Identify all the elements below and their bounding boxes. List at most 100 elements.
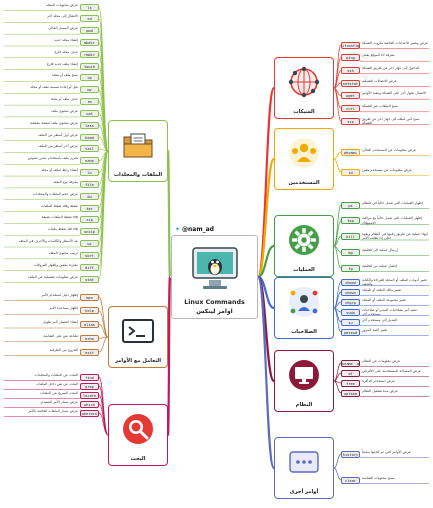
- item-link: [333, 453, 342, 469]
- command-description: عرض أول أسطر من الملف: [38, 132, 78, 137]
- command-description: تنفيذ أمر بصلاحيات المدير أو صلاحيات مست…: [362, 307, 417, 316]
- command-description: إنشاء مجلد جديد: [54, 37, 78, 42]
- command-chip: locate: [80, 391, 99, 399]
- command-description: عرض المساحة المستخدمة على الأقراص: [362, 368, 422, 373]
- command-description: البحث السريع عن الملفات: [39, 390, 78, 395]
- command-description: إظهار العمليات التي تعمل حالياً في النظا…: [362, 200, 423, 205]
- command-description: إنشاء رابط لملف أو مجلد: [41, 168, 78, 173]
- command-chip: sudo: [341, 308, 360, 316]
- command-chip: cat: [80, 109, 99, 117]
- item-link: [333, 220, 342, 247]
- command-chip: chown: [341, 288, 360, 296]
- twitter-icon: ✦: [175, 226, 181, 233]
- command-description: عرض المسار الحالي: [48, 26, 78, 31]
- command-chip: find: [80, 373, 99, 381]
- command-chip: uname -a: [341, 359, 360, 367]
- command-chip: df: [341, 369, 360, 377]
- command-description: تغيير مالك الملف أو المجلد: [362, 287, 401, 292]
- command-chip: tail: [80, 145, 99, 153]
- branch-search-picture: [120, 411, 156, 451]
- branch-users-picture: [286, 135, 322, 175]
- command-chip: ls: [80, 3, 99, 11]
- branch-files-picture: [120, 127, 156, 167]
- item-link: [333, 281, 342, 309]
- item-link: [333, 245, 342, 269]
- command-chip: ps: [341, 201, 360, 209]
- command-chip: wc: [80, 240, 99, 248]
- command-chip: du: [80, 192, 99, 200]
- command-description: عرض معلومات عن النظام: [362, 358, 401, 363]
- command-description: عرض محتويات المجلد: [45, 2, 78, 7]
- command-description: نسخ آمن لملف الى جهاز اخر عن طريق الشبكة: [362, 116, 420, 125]
- magnifier-icon: [123, 414, 153, 444]
- item-link: [98, 385, 109, 436]
- globe-network-icon: [288, 66, 320, 98]
- branch-network-picture: [286, 64, 322, 104]
- item-link: [333, 204, 342, 247]
- command-chip: id: [341, 168, 360, 176]
- command-chip: zip: [80, 216, 99, 224]
- command-description: عرض آخر أسطر من الملف: [38, 144, 78, 149]
- command-chip: whereis: [80, 409, 99, 417]
- item-link: [333, 44, 342, 89]
- branch-processes-picture: [286, 222, 322, 262]
- folder-document-icon: [123, 133, 153, 158]
- command-chip: ssh: [341, 66, 360, 74]
- command-description: عرض الاتصالات الشبكية: [362, 78, 397, 83]
- command-chip: netstat: [341, 79, 360, 87]
- command-chip: pwd: [80, 27, 99, 35]
- command-chip: file: [80, 180, 99, 188]
- link-other: [256, 275, 276, 470]
- command-chip: unzip: [80, 228, 99, 236]
- command-chip: ln: [80, 169, 99, 177]
- branch-processes: العمليات: [274, 215, 334, 277]
- command-chip: mv: [80, 86, 99, 94]
- command-description: عد الأسطر والكلمات والأحرف في الملف: [18, 239, 78, 244]
- command-description: عرض استخدام الذاكرة: [362, 378, 395, 383]
- command-description: عرض محتوى ملف صفحة بصفحة: [30, 120, 78, 125]
- command-chip: curl: [341, 104, 360, 112]
- command-chip: top: [341, 217, 360, 225]
- monitor-icon: [289, 360, 319, 390]
- command-chip: touch: [80, 62, 99, 70]
- branch-search-label: البحث: [130, 456, 146, 462]
- command-chip: clear: [341, 476, 360, 484]
- command-chip: less: [80, 121, 99, 129]
- branch-terminal-picture: [120, 313, 156, 353]
- command-description: عرض حجم الملفات والمجلدات: [33, 191, 78, 196]
- command-description: نسخ الملفات عبر الشبكة: [362, 103, 399, 108]
- command-chip: head: [80, 133, 99, 141]
- command-chip: whoami: [341, 148, 360, 156]
- command-chip: alias: [80, 321, 99, 328]
- command-description: تغيير أذونات الملف أو المجلد للقراءة وال…: [362, 277, 427, 286]
- item-link: [333, 307, 342, 333]
- command-chip: fg: [341, 264, 360, 272]
- command-chip: echo: [80, 334, 99, 342]
- branch-permissions-picture: [286, 284, 322, 324]
- command-chip: ifconfig: [341, 41, 360, 49]
- command-description: الانتقال إلى مجلد آخر: [47, 14, 78, 19]
- branch-other-picture: [286, 444, 322, 484]
- item-link: [333, 69, 342, 89]
- command-description: تحرير ملف باستخدام محرر نصوص: [27, 156, 78, 161]
- link-files: [166, 149, 172, 279]
- item-link: [98, 336, 109, 353]
- command-description: عرض معلومات تفصيلية عن الملف: [28, 274, 78, 279]
- branch-files: الملفات والمجلدات: [108, 120, 168, 182]
- command-chip: chgrp: [341, 298, 360, 306]
- command-description: تغيير كلمة المرور: [362, 327, 388, 332]
- item-link: [333, 380, 342, 394]
- central-topic-card: Linux Commands اوامر لينكس: [171, 235, 258, 319]
- command-description: البحث عن نص داخل الملفات: [36, 381, 78, 386]
- item-link: [98, 150, 109, 280]
- command-chip: exit: [80, 348, 99, 356]
- command-description: معرفة نوع الملف: [53, 179, 78, 184]
- author-handle-text: @nam_ad: [182, 226, 214, 233]
- command-chip: help: [80, 307, 99, 315]
- branch-users: المستخدمين: [274, 128, 334, 190]
- link-users: [256, 157, 276, 279]
- command-description: طباعة نص على الشاشة: [43, 333, 78, 338]
- command-chip: cp: [80, 74, 99, 82]
- branch-permissions: الصلاحيات: [274, 277, 334, 339]
- item-link: [98, 394, 109, 436]
